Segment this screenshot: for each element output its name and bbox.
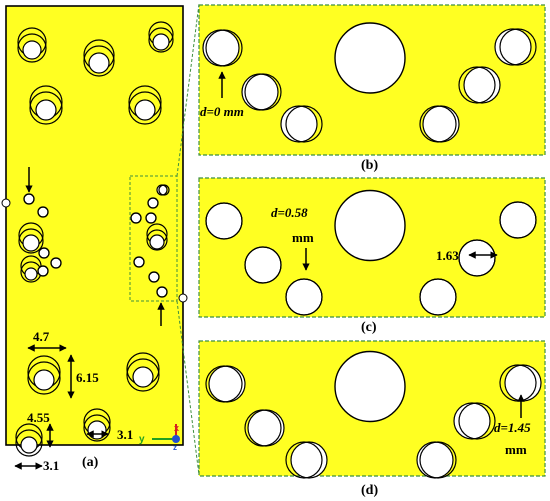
pad-ring [126,352,160,392]
zoom-guide [176,300,200,476]
pad-ring [148,21,174,53]
pad-ring [29,85,63,125]
large-hole [334,350,406,423]
via-hole [148,271,160,283]
panel-d-board [198,340,546,479]
panel-c-note-line1: d=0.58 [271,205,308,220]
pad-ring [18,222,44,254]
via-hole [130,212,142,224]
panel-b-note: d=0 mm [200,104,244,119]
via-hole [244,409,285,447]
via-hole [50,257,62,269]
via-hole [419,278,457,316]
panel-c-note-line2: mm [292,230,314,245]
via-hole [499,201,537,239]
via-hole [202,29,243,67]
dimension-width-top: 4.7 [33,329,50,344]
large-hole [334,22,406,94]
edge-notch [1,198,11,208]
via-hole [280,105,323,143]
via-hole [145,212,157,224]
axis-z-label: z [173,443,177,452]
panel-c-diameter: 1.63 [436,248,459,263]
via-hole [285,278,323,316]
panel-d-note-line2: mm [505,442,527,457]
axis-y-label: y [139,434,145,445]
via-hole [37,265,49,277]
via-hole [156,286,168,298]
via-hole [285,441,328,479]
axis-x-label: x [174,423,179,433]
pad-ring [83,39,115,77]
edge-notch [178,293,188,303]
pad-ring [146,223,168,251]
via-hole [458,239,496,277]
via-hole [133,256,145,268]
via-hole [23,193,35,205]
panel-c-board [198,177,546,318]
panel-d-note-line1: d=1.45 [494,420,531,435]
dimension-height-bottom: 4.55 [27,410,50,425]
pad-ring [128,85,162,125]
dimension-width-bottom: 3.1 [43,458,59,473]
via-hole [38,247,50,259]
zoom-panels [198,4,546,479]
via-hole [37,206,49,218]
panel-b-board [198,4,546,156]
dimension-hole-diameter: 3.1 [117,427,133,442]
caption-a: (a) [82,455,99,470]
via-hole [147,197,159,209]
zoom-region [129,175,178,302]
via-hole [419,105,460,143]
caption-d: (d) [361,483,378,498]
via-hole [241,73,282,111]
pad-ring [15,423,43,457]
via-hole [416,441,457,479]
pad-ring [17,27,47,63]
via-hole [205,365,246,403]
panel-a: 4.7 6.15 4.55 3.1 3.1 x y z (a) [1,5,188,473]
zoom-guide [176,3,200,177]
via-hole [458,66,501,104]
panel-d-annotations: d=1.45 mm (d) [361,394,531,498]
via-hole [453,402,496,440]
via-hole [494,28,537,66]
panel-c-annotations: d=0.58 mm 1.63 (c) [271,205,498,335]
axis-triad-icon: x y z [139,423,180,452]
hole-pattern-a [15,21,174,457]
pad-ring [27,355,61,395]
board-a [5,5,184,446]
dimension-height-top: 6.15 [76,370,99,385]
large-hole [334,189,406,262]
via-hole [205,202,243,240]
panel-b-annotations: d=0 mm (b) [200,71,378,173]
caption-c: (c) [361,320,377,335]
via-hole [156,184,170,196]
caption-b: (b) [361,158,378,173]
via-hole [244,246,282,284]
